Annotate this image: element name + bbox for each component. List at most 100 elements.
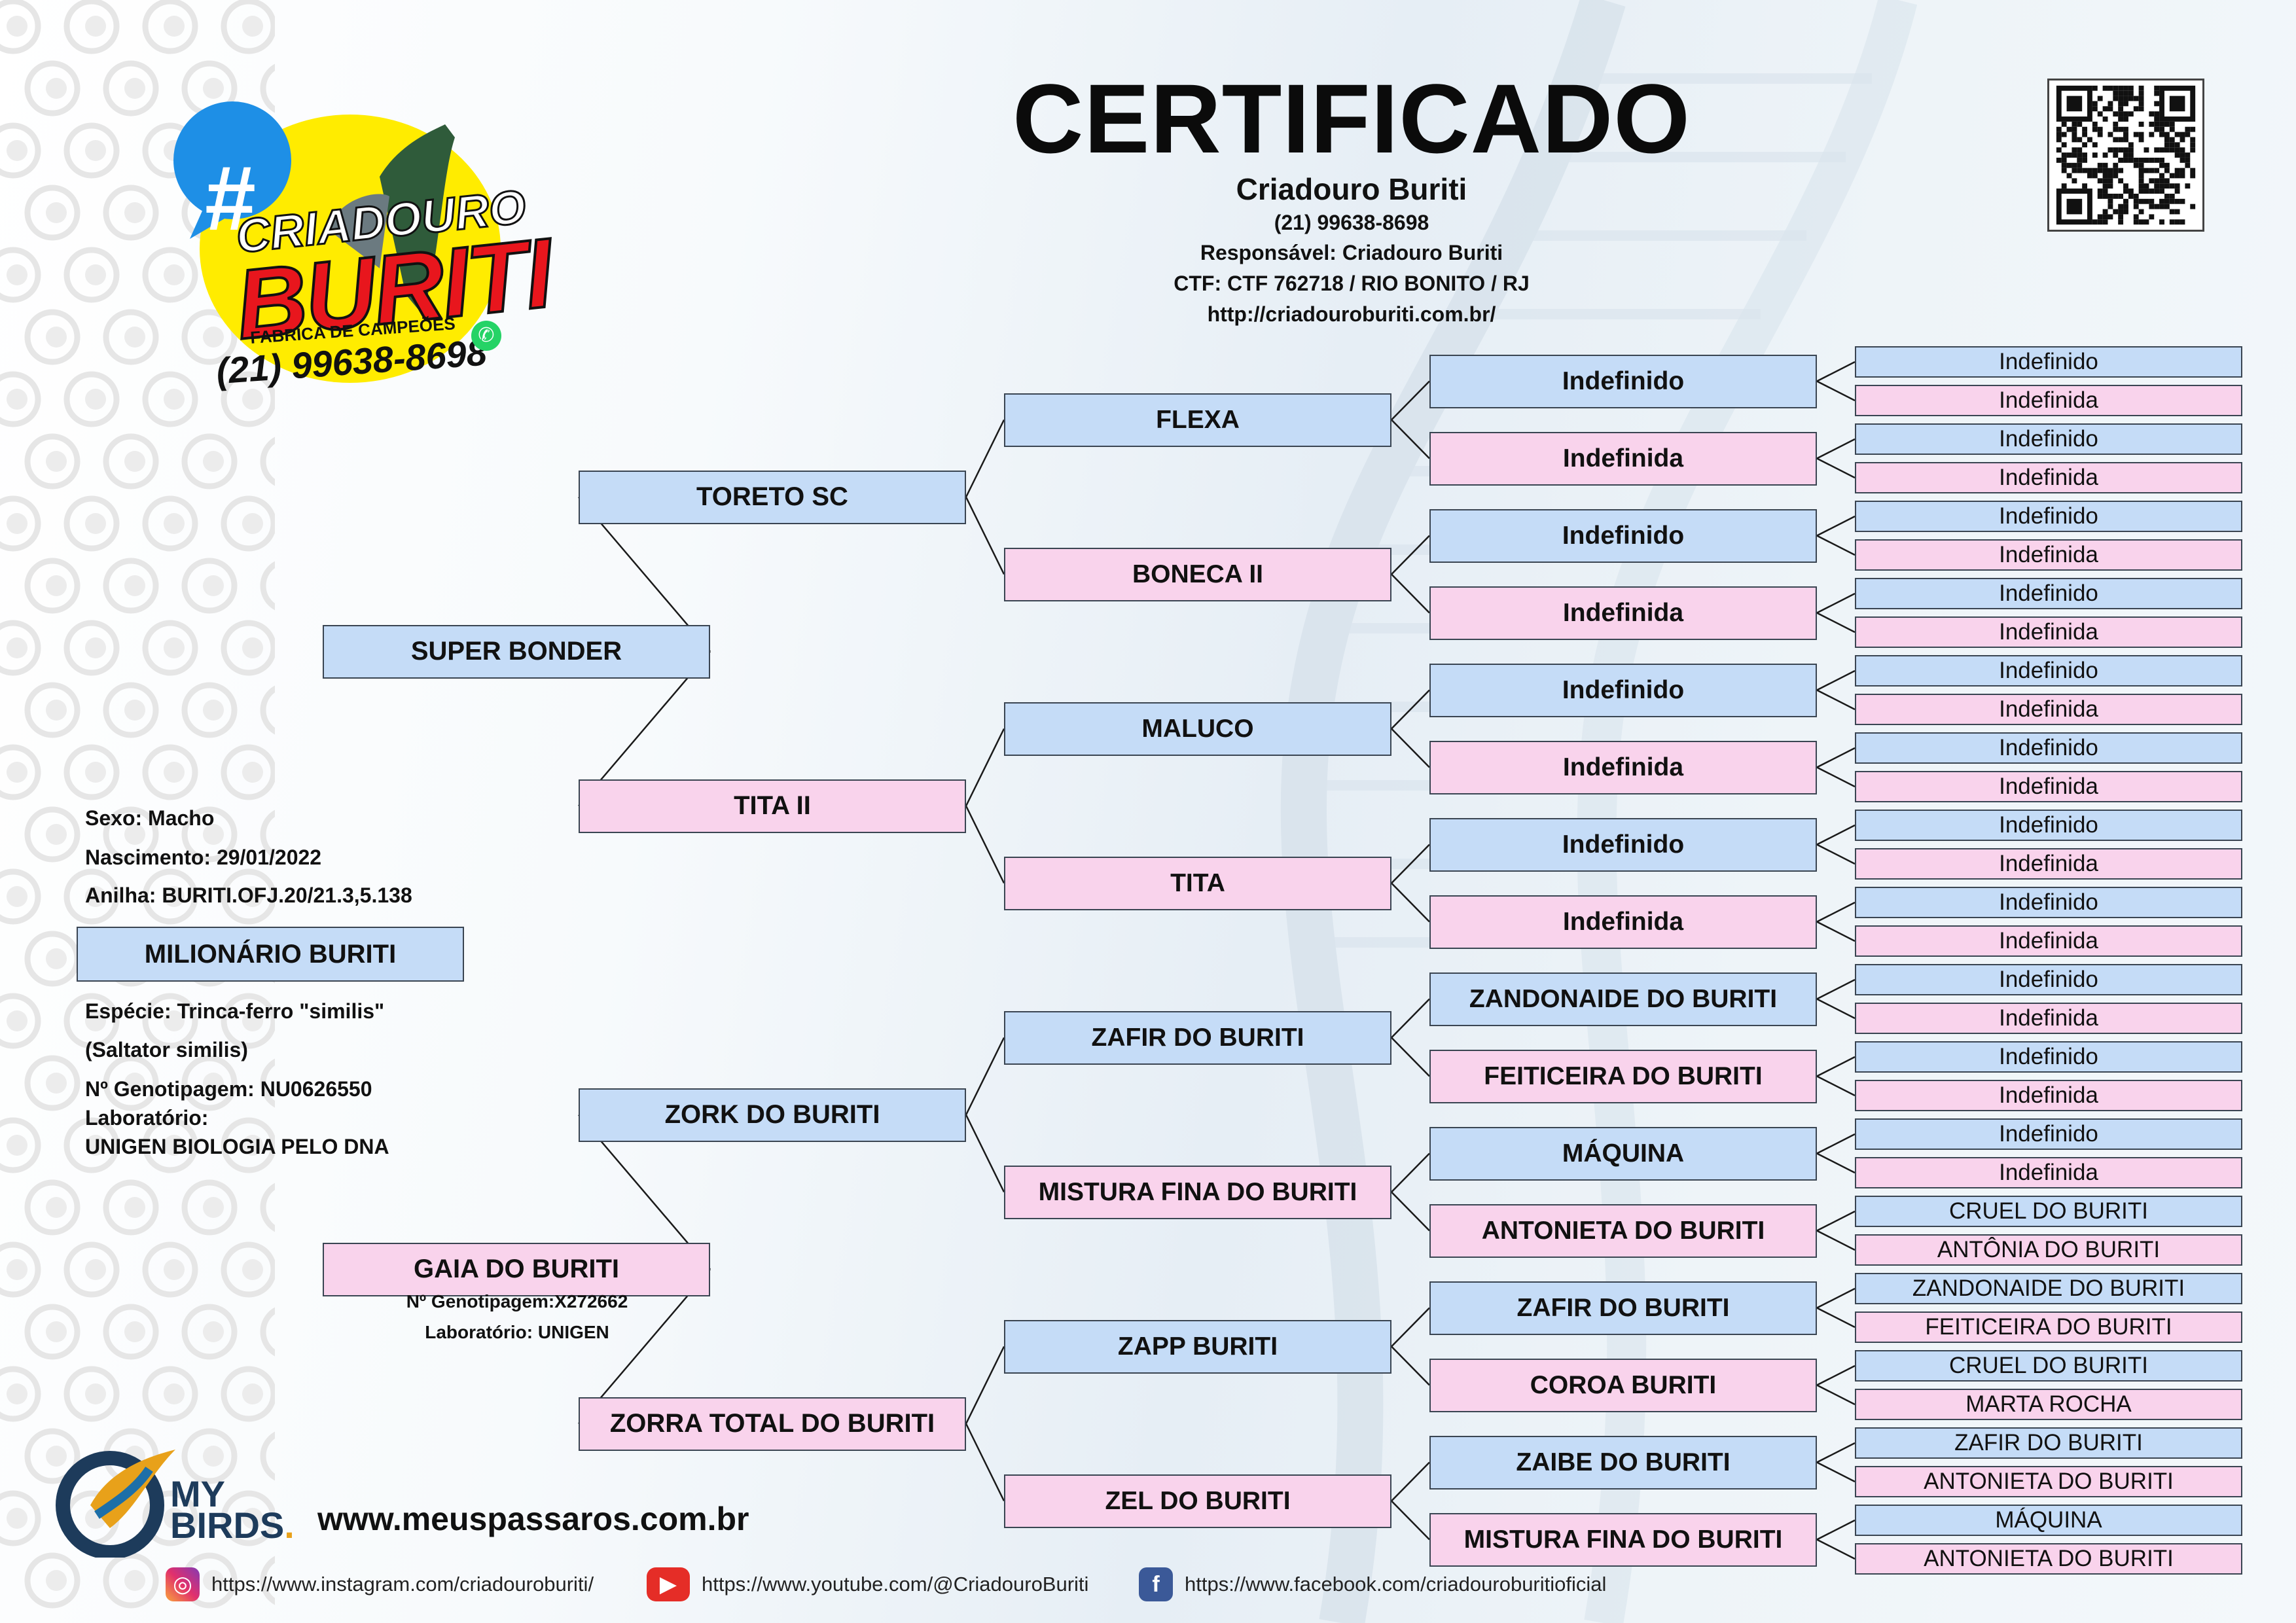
connector-line [1816, 844, 1856, 865]
connector-line [1816, 612, 1856, 633]
gen5-ancestor-box: ANTÔNIA DO BURITI [1855, 1234, 2242, 1266]
subject-lab-name: UNIGEN BIOLOGIA PELO DNA [85, 1135, 389, 1158]
gen5-ancestor-box: Indefinido [1855, 1041, 2242, 1073]
gen4-ancestor-box: Indefinida [1429, 431, 1817, 486]
gen5-ancestor-box: Indefinida [1855, 1157, 2242, 1188]
gen5-ancestor-box: MARTA ROCHA [1855, 1389, 2242, 1420]
gen4-ancestor-box: Indefinido [1429, 663, 1817, 717]
gen4-ancestor-box: MÁQUINA [1429, 1126, 1817, 1181]
youtube-link[interactable]: ▶ https://www.youtube.com/@CriadouroBuri… [647, 1566, 1088, 1603]
great-grandparent-box: ZAPP BURITI [1004, 1319, 1391, 1374]
connector-line [1816, 1461, 1856, 1483]
facebook-link[interactable]: f https://www.facebook.com/criadouroburi… [1139, 1566, 1606, 1603]
grandparent-box: ZORRA TOTAL DO BURITI [579, 1397, 966, 1451]
breeder-website[interactable]: http://criadouroburiti.com.br/ [1207, 302, 1496, 326]
connector-line [965, 728, 1005, 807]
great-grandparent-box: FLEXA [1004, 393, 1391, 447]
subject-species: Espécie: Trinca-ferro "similis" [85, 999, 385, 1023]
certificate-title: CERTIFICADO [1013, 63, 1691, 173]
gen4-ancestor-box: ZAIBE DO BURITI [1429, 1435, 1817, 1489]
gen5-ancestor-box: ZAFIR DO BURITI [1855, 1427, 2242, 1459]
connector-line [1816, 438, 1856, 459]
connector-line [1816, 1307, 1856, 1329]
grandparent-box: TORETO SC [579, 470, 966, 524]
connector-line [1816, 1539, 1856, 1560]
gen4-ancestor-box: Indefinida [1429, 586, 1817, 640]
breeder-responsible: Responsável: Criadouro Buriti [1200, 241, 1503, 264]
subject-lab-label: Laboratório: [85, 1106, 209, 1130]
connector-line [1391, 1346, 1430, 1386]
connector-line [1816, 515, 1856, 537]
breeder-ctf: CTF: CTF 762718 / RIO BONITO / RJ [1174, 272, 1530, 295]
gen4-ancestor-box: COROA BURITI [1429, 1358, 1817, 1412]
connector-line [1391, 573, 1430, 614]
breeder-name: Criadouro Buriti [1236, 172, 1467, 206]
gen5-ancestor-box: Indefinida [1855, 385, 2242, 416]
great-grandparent-box: TITA [1004, 856, 1391, 910]
connector-line [1816, 921, 1856, 942]
connector-line [1391, 1461, 1430, 1502]
instagram-link[interactable]: ◎ https://www.instagram.com/criadourobur… [166, 1566, 594, 1603]
gen5-ancestor-box: Indefinido [1855, 578, 2242, 609]
mybirds-website-link[interactable]: www.meuspassaros.com.br [317, 1501, 749, 1537]
gen5-ancestor-box: Indefinido [1855, 655, 2242, 687]
connector-line [1391, 998, 1430, 1039]
gen4-ancestor-box: FEITICEIRA DO BURITI [1429, 1049, 1817, 1103]
gen5-ancestor-box: Indefinida [1855, 694, 2242, 725]
mybirds-line1: MY [170, 1473, 225, 1514]
gen4-ancestor-box: ZAFIR DO BURITI [1429, 1281, 1817, 1335]
connector-line [1816, 669, 1856, 691]
gen5-ancestor-box: ZANDONAIDE DO BURITI [1855, 1273, 2242, 1304]
gen4-ancestor-box: ZANDONAIDE DO BURITI [1429, 972, 1817, 1026]
connector-line [1816, 1364, 1856, 1386]
connector-line [1391, 844, 1430, 884]
gen4-ancestor-box: ANTONIETA DO BURITI [1429, 1204, 1817, 1258]
qr-code[interactable] [2047, 79, 2204, 232]
gen4-ancestor-box: MISTURA FINA DO BURITI [1429, 1512, 1817, 1567]
gen5-ancestor-box: Indefinido [1855, 423, 2242, 455]
connector-line [1391, 1500, 1430, 1541]
dam-lab: Laboratório: UNIGEN [425, 1322, 609, 1342]
connector-line [1391, 380, 1430, 421]
connector-line [1816, 998, 1856, 1020]
connector-line [1816, 457, 1856, 479]
connector-line [1816, 824, 1856, 846]
gen5-ancestor-box: Indefinida [1855, 771, 2242, 802]
gen5-ancestor-box: MÁQUINA [1855, 1505, 2242, 1536]
whatsapp-icon: ✆ [471, 321, 501, 351]
gen5-ancestor-box: Indefinida [1855, 925, 2242, 957]
gen5-ancestor-box: Indefinido [1855, 346, 2242, 378]
connector-line [1816, 361, 1856, 382]
connector-line [1391, 1191, 1430, 1232]
connector-line [1816, 1519, 1856, 1541]
connector-line [1816, 535, 1856, 556]
great-grandparent-box: ZAFIR DO BURITI [1004, 1010, 1391, 1065]
connector-line [1391, 728, 1430, 768]
youtube-url: https://www.youtube.com/@CriadouroBuriti [702, 1573, 1089, 1596]
subject-scientific-name: (Saltator similis) [85, 1038, 248, 1061]
connector-line [1816, 1230, 1856, 1251]
mybirds-line2: BIRDS. [170, 1505, 295, 1546]
subject-ring: Anilha: BURITI.OFJ.20/21.3,5.138 [85, 883, 412, 907]
connector-line [1816, 978, 1856, 1000]
grandparent-box: TITA II [579, 779, 966, 833]
great-grandparent-box: MALUCO [1004, 702, 1391, 756]
grandparent-box: ZORK DO BURITI [579, 1088, 966, 1142]
gen5-ancestor-box: Indefinido [1855, 964, 2242, 995]
gen4-ancestor-box: Indefinida [1429, 740, 1817, 794]
gen5-ancestor-box: Indefinido [1855, 501, 2242, 532]
gen4-ancestor-box: Indefinido [1429, 817, 1817, 872]
great-grandparent-box: MISTURA FINA DO BURITI [1004, 1165, 1391, 1219]
connector-line [1391, 535, 1430, 575]
connector-line [1816, 689, 1856, 711]
gen5-ancestor-box: Indefinida [1855, 462, 2242, 493]
connector-line [965, 805, 1005, 884]
connector-line [1816, 1384, 1856, 1406]
connector-line [965, 496, 1005, 575]
gen5-ancestor-box: Indefinido [1855, 887, 2242, 918]
gen5-ancestor-box: Indefinida [1855, 848, 2242, 880]
connector-line [1391, 419, 1430, 459]
connector-line [965, 1346, 1005, 1425]
connector-line [965, 1037, 1005, 1116]
connector-line [1816, 380, 1856, 402]
